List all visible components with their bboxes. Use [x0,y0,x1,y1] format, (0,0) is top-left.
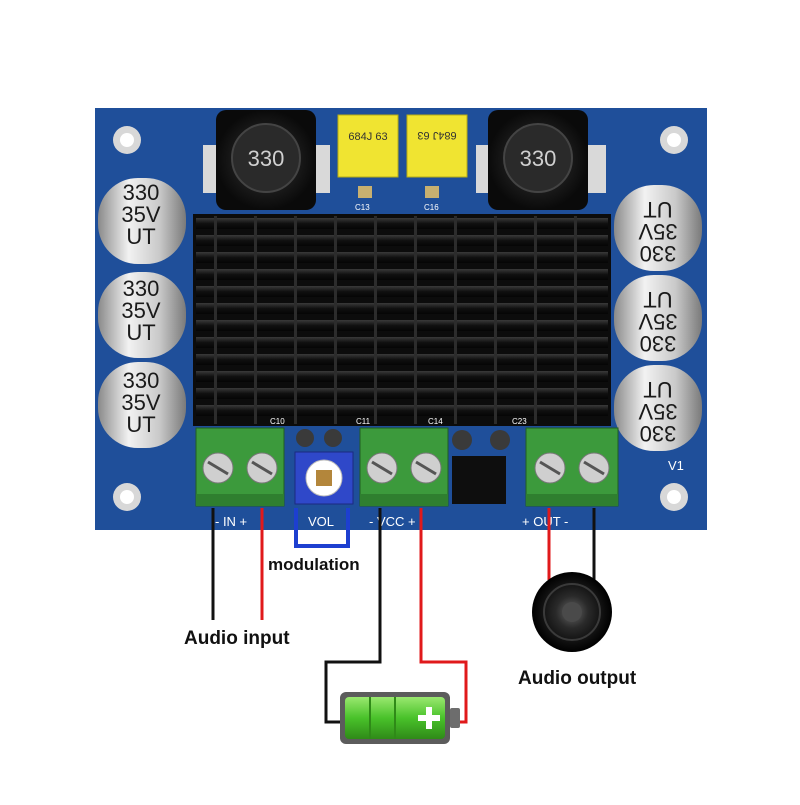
inductor-left-marking: 330 [248,146,285,171]
cap-l1-series: UT [126,224,155,249]
film-cap-left: 684J 63 [337,114,399,178]
heatsink-fin [196,388,608,399]
battery-icon [340,692,460,744]
label-modulation: modulation [268,555,360,574]
cap-l2-series: UT [126,320,155,345]
terminal-block-vcc[interactable] [359,427,449,507]
small-cap-near-vol-2 [324,429,342,447]
heatsink-fin [196,337,608,348]
electrolytic-cap-right-3: 330 35V UT [614,365,702,451]
jumper-block [452,456,506,504]
film-cap-right-marking: 684J 63 [417,129,456,141]
terminal-block-input[interactable] [195,427,285,507]
silk-c13: C13 [355,203,370,212]
electrolytic-cap-right-1: 330 35V UT [614,185,702,271]
electrolytic-cap-left-1: 330 35V UT [98,178,186,264]
inductor-right: 330 [476,110,606,210]
heatsink-fin [196,405,608,416]
cap-l2-voltage: 35V [121,298,160,323]
heatsink-slot [294,216,297,424]
smd-cap-c16 [425,186,439,198]
cap-r1-voltage: 35V [638,219,677,244]
mounting-hole-top-left [113,126,141,154]
heatsink-slot [414,216,417,424]
heatsink-slot [574,216,577,424]
cap-r3-value: 330 [640,421,677,446]
cap-r2-series: UT [643,287,672,312]
silk-out-label: + OUT - [522,514,568,529]
heatsink-slot [494,216,497,424]
silk-version: V1 [668,458,684,473]
cap-l3-series: UT [126,412,155,437]
silk-c14: C14 [428,417,443,426]
mounting-hole-top-right [660,126,688,154]
inductor-left: 330 [203,110,330,210]
silk-c16: C16 [424,203,439,212]
electrolytic-cap-left-3: 330 35V UT [98,362,186,448]
cap-r3-series: UT [643,377,672,402]
heatsink-slot [334,216,337,424]
mounting-hole-bottom-right [660,483,688,511]
small-cap-c14 [452,430,472,450]
heatsink-fin [196,354,608,365]
silk-in-label: - IN + [215,514,247,529]
heatsink [193,214,611,426]
mounting-hole-bottom-left [113,483,141,511]
inductor-right-marking: 330 [520,146,557,171]
cap-r1-series: UT [643,197,672,222]
silk-vcc-label: - VCC + [369,514,416,529]
wire-vcc-negative [324,508,382,724]
film-cap-left-marking: 684J 63 [348,131,387,143]
terminal-block-output[interactable] [525,427,619,507]
heatsink-fin [196,218,608,229]
cap-l3-value: 330 [123,368,160,393]
heatsink-fin [196,320,608,331]
silk-c23: C23 [512,417,527,426]
film-cap-right: 684J 63 [406,114,468,178]
heatsink-slot [534,216,537,424]
heatsink-fin [196,269,608,280]
silk-c10: C10 [270,417,285,426]
smd-cap-c13 [358,186,372,198]
small-cap-near-vol-1 [296,429,314,447]
speaker-icon [532,572,612,652]
electrolytic-cap-right-2: 330 35V UT [614,275,702,361]
cap-l1-voltage: 35V [121,202,160,227]
cap-r2-voltage: 35V [638,309,677,334]
silk-vol-label: VOL [308,514,334,529]
cap-l3-voltage: 35V [121,390,160,415]
cap-r2-value: 330 [640,331,677,356]
electrolytic-cap-left-2: 330 35V UT [98,272,186,358]
label-audio-input: Audio input [184,628,290,649]
cap-r1-value: 330 [640,241,677,266]
cap-r3-voltage: 35V [638,399,677,424]
heatsink-slot [454,216,457,424]
label-audio-output: Audio output [518,668,637,689]
heatsink-fin [196,252,608,263]
heatsink-slot [214,216,217,424]
heatsink-fin [196,286,608,297]
heatsink-fin [196,235,608,246]
heatsink-slot [254,216,257,424]
silk-c11: C11 [356,417,371,426]
vol-highlight-bracket [294,508,350,548]
heatsink-slot [374,216,377,424]
volume-potentiometer[interactable] [294,451,354,505]
small-cap-c23 [490,430,510,450]
cap-l2-value: 330 [123,276,160,301]
heatsink-fin [196,371,608,382]
cap-l1-value: 330 [123,180,160,205]
heatsink-fin [196,303,608,314]
wire-vcc-positive [419,508,468,724]
